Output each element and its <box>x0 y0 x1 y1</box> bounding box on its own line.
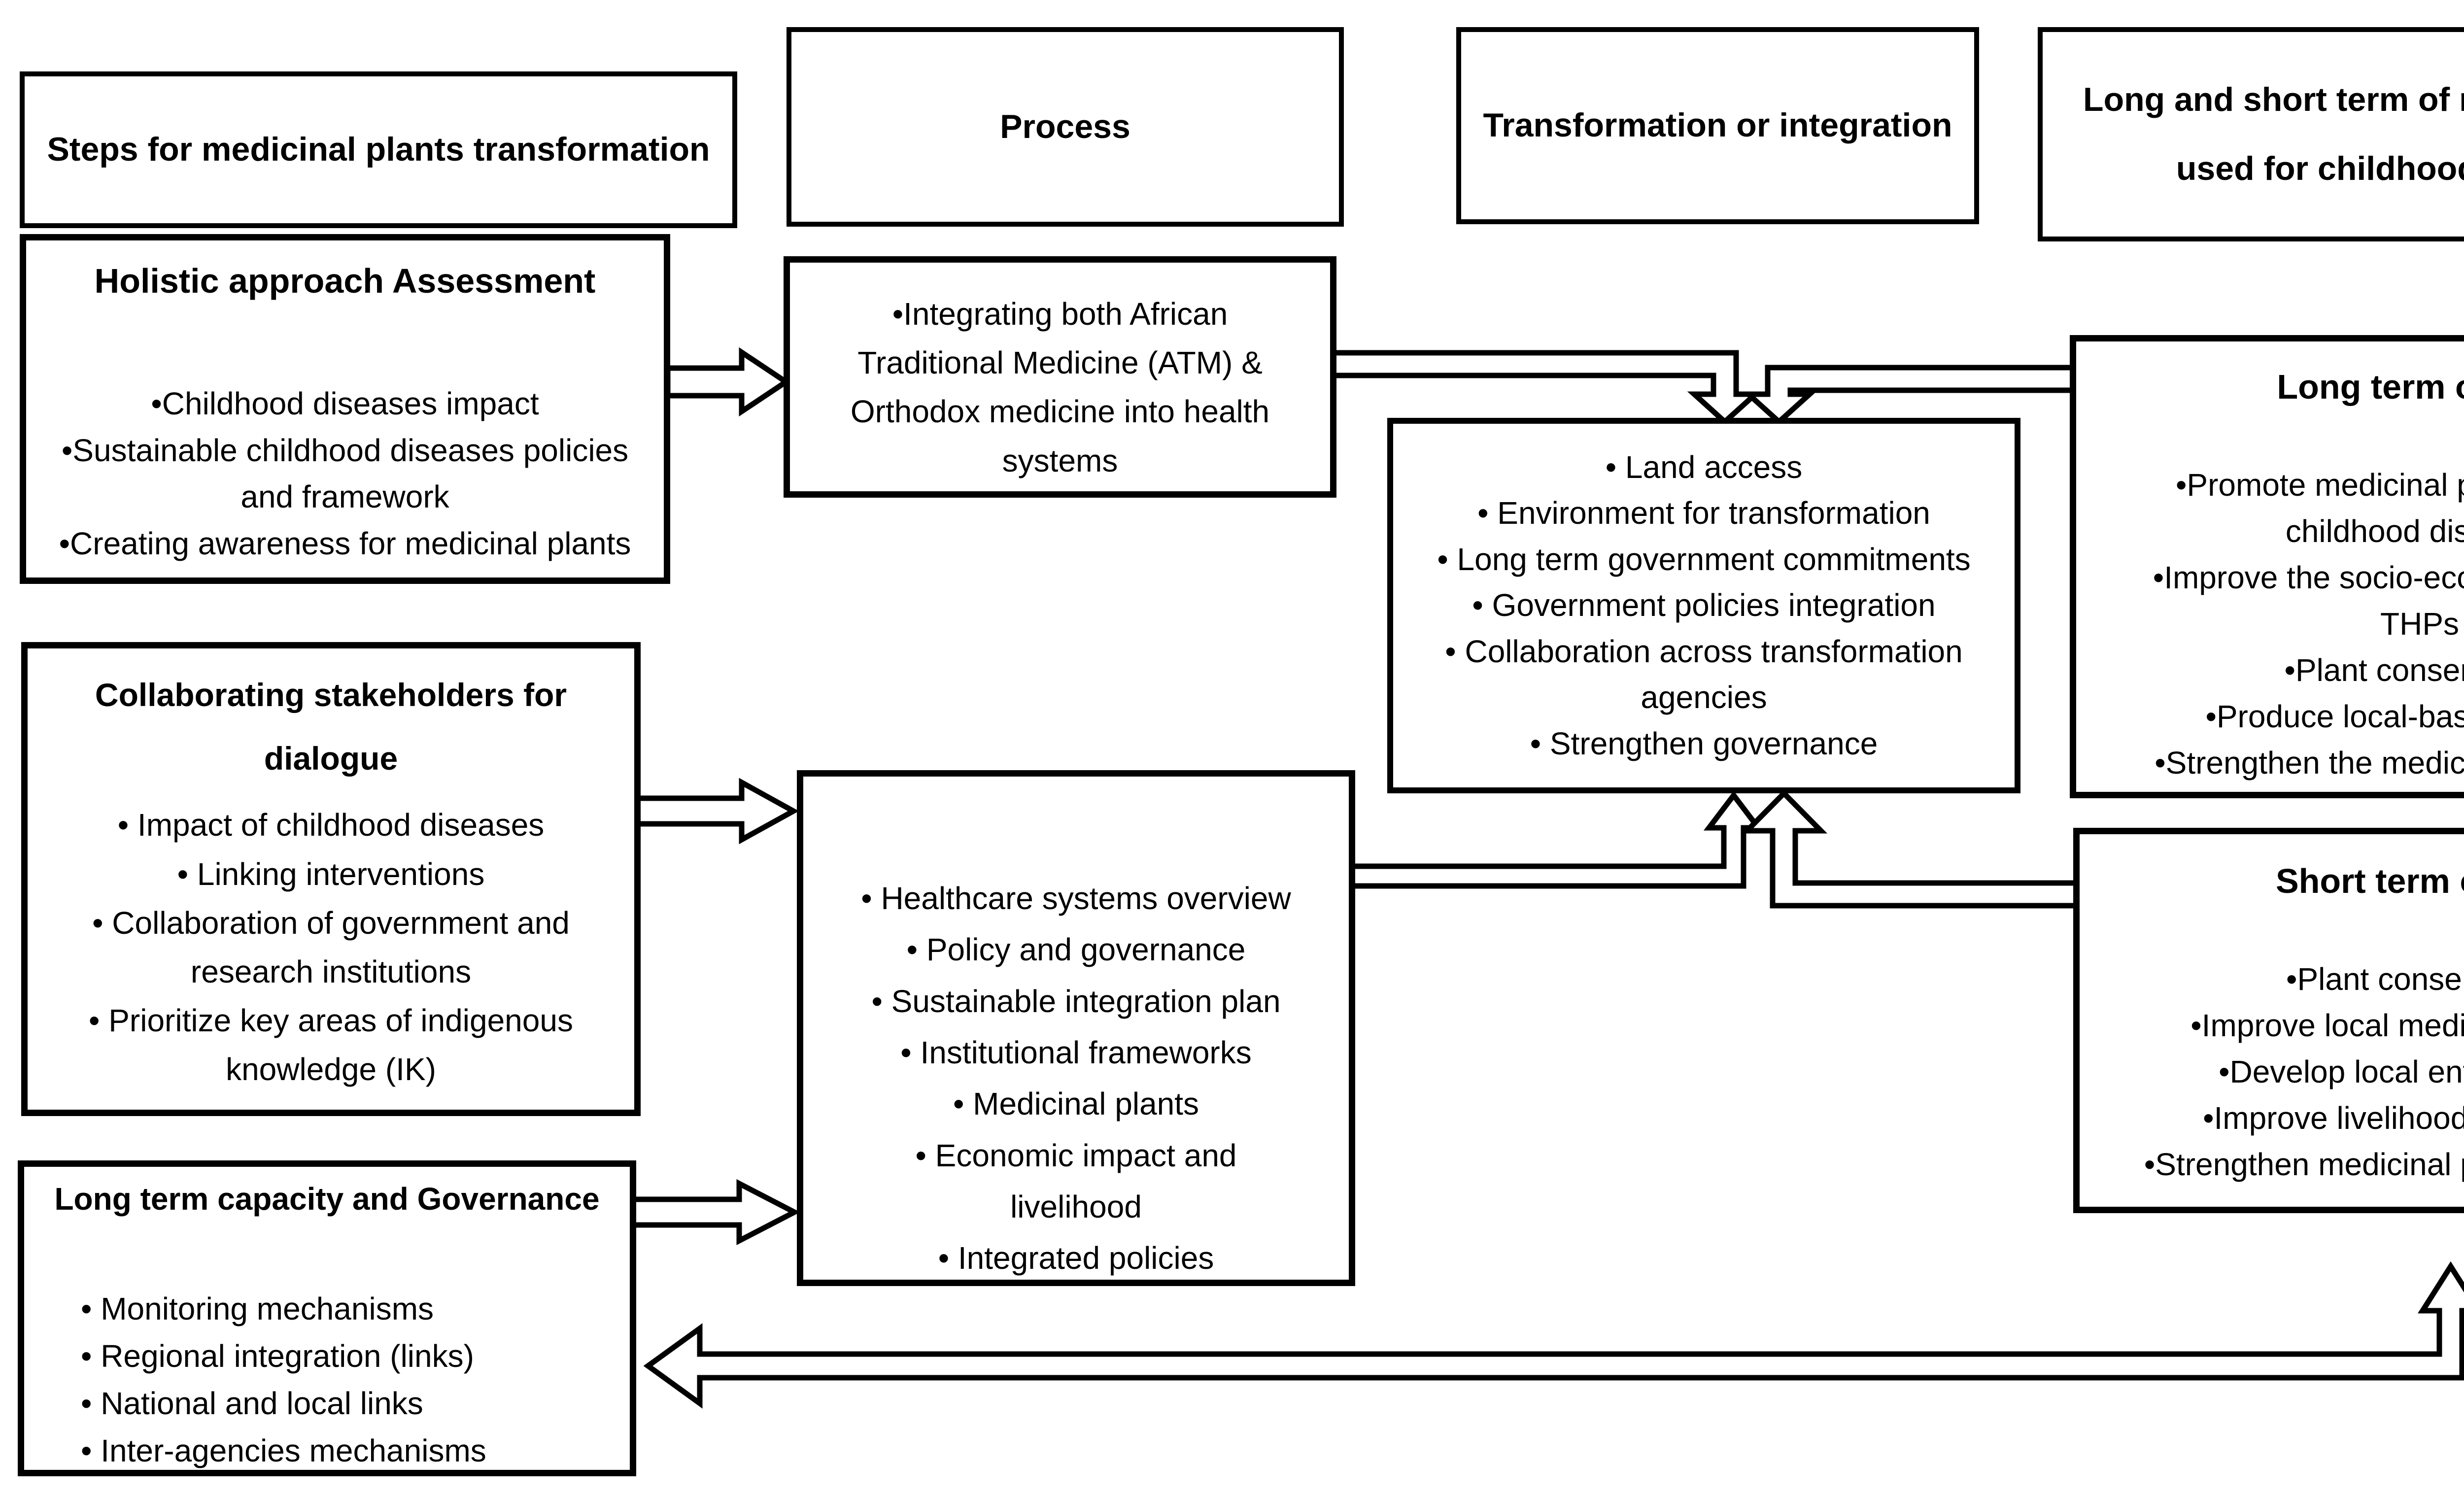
list-item: Integrating both African Traditional Med… <box>823 290 1297 485</box>
list-item: Childhood diseases impact <box>38 380 651 427</box>
list-item: National and local links <box>81 1380 608 1427</box>
header-label: Steps for medicinal plants transformatio… <box>47 131 710 169</box>
holistic-approach-assessment-box: Holistic approach Assessment Childhood d… <box>20 234 670 584</box>
transformation-integration-box: Land access Environment for transformati… <box>1387 418 2020 793</box>
header-steps-for-transformation: Steps for medicinal plants transformatio… <box>20 71 737 228</box>
list-item: Sustainable integration plan <box>849 976 1303 1027</box>
list-item: Strengthen governance <box>1414 721 1994 767</box>
list-item: Impact of childhood diseases <box>86 801 576 849</box>
list-item: Sustainable childhood diseases policies … <box>38 427 651 520</box>
list-item: Medicinal plants <box>849 1078 1303 1129</box>
bullet-list: Promote medicinal plants used for childh… <box>2116 462 2464 786</box>
arrow-holistic-to-integrating <box>665 347 791 417</box>
header-label: Long and short term of medicinal plants … <box>2083 81 2464 187</box>
list-item: Land access <box>1414 444 1994 490</box>
bullet-list: Impact of childhood diseases Linking int… <box>86 801 576 1094</box>
list-item: Collaboration of government and research… <box>86 899 576 996</box>
list-item: Healthcare systems overview <box>849 873 1303 924</box>
list-item: Improve livelihood and welfare <box>2109 1095 2464 1141</box>
bullet-list: Healthcare systems overview Policy and g… <box>849 873 1303 1284</box>
collaborating-stakeholders-box: Collaborating stakeholders for dialogue … <box>21 642 641 1116</box>
list-item: Creating awareness for medicinal plants <box>38 520 651 567</box>
box-title: Short term output <box>2275 862 2464 900</box>
list-item: Produce local-based products <box>2116 693 2464 740</box>
list-item: Environment for transformation <box>1414 490 1994 536</box>
arrow-capacity-to-healthcare <box>628 1179 800 1246</box>
list-item: Promote medicinal plants used for childh… <box>2116 462 2464 554</box>
header-label: Transformation or integration <box>1483 106 1952 144</box>
list-item: Linking interventions <box>86 850 576 899</box>
list-item: Government policies integration <box>1414 582 1994 628</box>
bullet-list: Land access Environment for transformati… <box>1414 444 1994 767</box>
list-item: Institutional frameworks <box>849 1027 1303 1078</box>
bullet-list: Monitoring mechanisms Regional integrati… <box>46 1285 608 1474</box>
list-item: Plant conservation <box>2109 956 2464 1002</box>
long-term-output-box: Long term output Promote medicinal plant… <box>2070 335 2464 798</box>
arrow-collaborating-to-healthcare <box>630 778 799 845</box>
bullet-list: Childhood diseases impact Sustainable ch… <box>38 380 651 567</box>
healthcare-systems-process-box: Healthcare systems overview Policy and g… <box>797 770 1355 1286</box>
list-item: Long term government commitments <box>1414 537 1994 582</box>
list-item: Strengthen the medicinal value-chain <box>2116 740 2464 786</box>
list-item: Improve local medicinal markets <box>2109 1002 2464 1049</box>
arrow-long-output-to-transformation <box>1741 365 2078 426</box>
header-transformation-or-integration: Transformation or integration <box>1456 27 1979 224</box>
list-item: Improve the socio-economic status of THP… <box>2116 554 2464 647</box>
long-term-capacity-governance-box: Long term capacity and Governance Monito… <box>18 1160 636 1476</box>
list-item: Develop local entrepreneurs <box>2109 1049 2464 1095</box>
box-title: Collaborating stakeholders for dialogue <box>95 677 567 777</box>
list-item: Inter-agencies mechanisms <box>81 1427 608 1474</box>
integrating-atm-orthodox-box: Integrating both African Traditional Med… <box>784 256 1336 498</box>
list-item: Regional integration (links) <box>81 1332 608 1380</box>
list-item: Monitoring mechanisms <box>81 1285 608 1332</box>
bullet-list: Integrating both African Traditional Med… <box>823 290 1297 485</box>
short-term-output-box: Short term output Plant conservation Imp… <box>2073 828 2464 1213</box>
list-item: Integrated policies <box>849 1232 1303 1284</box>
list-item: Collaboration across transformation agen… <box>1414 629 1994 721</box>
arrow-healthcare-to-transformation <box>1345 790 1764 889</box>
box-title: Long term output <box>2277 368 2464 406</box>
header-label: Process <box>1000 107 1130 145</box>
header-long-short-term-outputs: Long and short term of medicinal plants … <box>2038 27 2464 241</box>
list-item: Strengthen medicinal plant value-chain <box>2109 1141 2464 1188</box>
list-item: Prioritize key areas of indigenous knowl… <box>86 996 576 1094</box>
box-title: Long term capacity and Governance <box>54 1181 600 1217</box>
list-item: Economic impact and livelihood <box>849 1130 1303 1233</box>
box-title: Holistic approach Assessment <box>94 262 596 300</box>
bullet-list: Plant conservation Improve local medicin… <box>2109 956 2464 1188</box>
arrow-integrating-to-transformation <box>1328 350 1763 426</box>
arrow-short-output-capacity-feedback <box>643 1261 2464 1409</box>
list-item: Plant conservation <box>2116 647 2464 693</box>
list-item: Policy and governance <box>849 924 1303 975</box>
arrow-short-output-to-transformation <box>1740 789 2083 909</box>
header-process: Process <box>787 27 1344 227</box>
